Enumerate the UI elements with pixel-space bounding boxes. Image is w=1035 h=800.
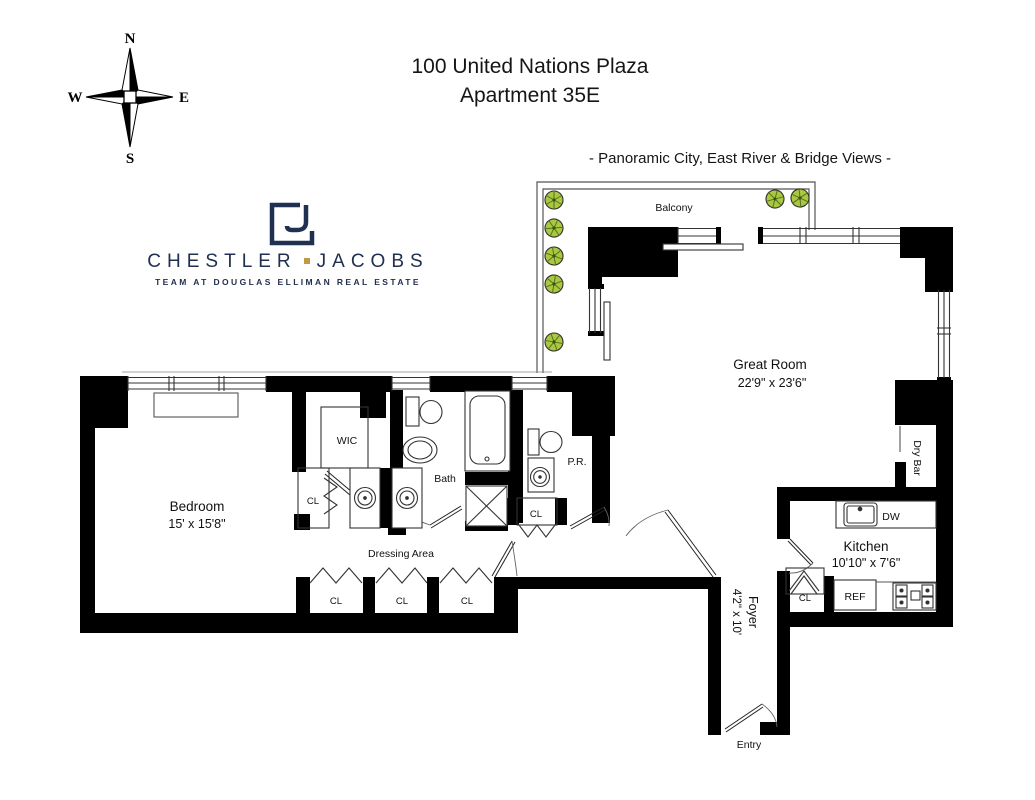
plant-icon xyxy=(544,190,564,210)
bath-toilet2 xyxy=(402,436,438,464)
closet-label: CL xyxy=(307,496,319,507)
great-room-corridor-door xyxy=(625,509,717,578)
logo-tagline: TEAM AT DOUGLAS ELLIMAN REAL ESTATE xyxy=(155,277,421,287)
compass-label-west: W xyxy=(68,90,83,106)
kitchen-door xyxy=(787,538,814,574)
powder-room-label: P.R. xyxy=(567,456,586,468)
plant-icon xyxy=(541,215,567,241)
bedroom-closet-bifold-door xyxy=(323,477,338,515)
entry-label: Entry xyxy=(737,739,762,751)
kitchen-dims: 10'10" x 7'6" xyxy=(832,556,901,570)
bedroom-window xyxy=(127,376,267,391)
view-subtitle: - Panoramic City, East River & Bridge Vi… xyxy=(588,150,892,167)
windows xyxy=(122,227,951,391)
shower xyxy=(465,485,508,527)
dressing-area-label: Dressing Area xyxy=(368,548,434,560)
hall-closet-bifold-door xyxy=(518,524,556,538)
bedroom-label: Bedroom xyxy=(170,499,225,514)
balcony-sliding-panel xyxy=(662,243,744,251)
bath-toilet xyxy=(405,396,443,427)
bedroom-closet-outline xyxy=(297,467,330,529)
plant-icon xyxy=(543,273,565,295)
dressing-foyer-door xyxy=(491,540,518,578)
compass-rose-icon: N S W E xyxy=(68,31,190,167)
logo-wordmark: CHESTLER JACOBS xyxy=(128,251,448,273)
room-labels: Balcony Great Room 22'9" x 23'6" Bedroom… xyxy=(168,202,923,751)
kitchen-counter xyxy=(835,500,937,529)
balcony-railing xyxy=(536,181,816,373)
dressing-closet1-bifold-door xyxy=(309,567,363,584)
plant-icon xyxy=(763,187,787,211)
great-room-east-window xyxy=(937,290,951,378)
walls xyxy=(80,227,953,735)
bath-window xyxy=(391,376,431,391)
closet-label: CL xyxy=(330,596,342,607)
logo-icon xyxy=(269,202,315,246)
balcony-label: Balcony xyxy=(655,202,693,214)
page-title-line1: 100 United Nations Plaza xyxy=(411,55,649,78)
powder-room-toilet xyxy=(527,428,563,456)
refrigerator-label: REF xyxy=(845,591,866,603)
powder-room-window xyxy=(511,376,548,391)
vanity-sink-1 xyxy=(349,467,381,529)
wic-room-outline xyxy=(320,406,369,469)
kitchen-closet-outline xyxy=(785,567,825,595)
closet-label: CL xyxy=(396,596,408,607)
bedroom-window-seat xyxy=(153,392,239,418)
kitchen-label: Kitchen xyxy=(843,539,888,554)
bath-label: Bath xyxy=(434,473,456,485)
logo-separator-dot-icon xyxy=(303,257,310,264)
vanity-sink-2 xyxy=(391,467,423,529)
great-room-west-window xyxy=(588,288,611,361)
foyer-dims: 4'2" x 10' xyxy=(730,589,742,635)
compass-label-east: E xyxy=(179,90,189,106)
kitchen-closet-door xyxy=(788,570,820,592)
bedroom-dims: 15' x 15'8" xyxy=(168,517,225,531)
compass-label-north: N xyxy=(125,31,136,47)
fixtures xyxy=(153,390,937,611)
plant-icon xyxy=(540,242,568,270)
wic-label: WIC xyxy=(337,435,358,447)
bathtub xyxy=(464,390,511,472)
foyer-label: Foyer xyxy=(746,596,760,628)
refrigerator-outline xyxy=(833,579,877,611)
kitchen-closet-door-inner xyxy=(790,575,818,595)
great-room-north-window xyxy=(677,227,900,245)
dressing-closet2-bifold-door xyxy=(375,567,428,584)
stove xyxy=(892,582,937,611)
closet-label: CL xyxy=(461,596,473,607)
page-title-line2: Apartment 35E xyxy=(459,84,601,107)
hall-closet-outline xyxy=(516,497,558,526)
compass-label-south: S xyxy=(126,151,134,167)
plant-icon xyxy=(540,328,568,356)
dressing-closet3-bifold-door xyxy=(439,567,493,584)
closet-label: CL xyxy=(799,593,811,604)
powder-room-door xyxy=(569,506,610,530)
powder-room-sink xyxy=(527,457,555,493)
great-room-dims: 22'9" x 23'6" xyxy=(738,376,807,390)
entry-door xyxy=(724,703,778,733)
great-room-label: Great Room xyxy=(733,357,807,372)
logo-wordmark-left: CHESTLER xyxy=(147,251,297,272)
closet-label: CL xyxy=(530,509,542,520)
dishwasher-label: DW xyxy=(882,511,900,523)
dry-bar-label: Dry Bar xyxy=(911,440,923,476)
logo-wordmark-right: JACOBS xyxy=(316,251,429,272)
doors xyxy=(309,470,820,733)
